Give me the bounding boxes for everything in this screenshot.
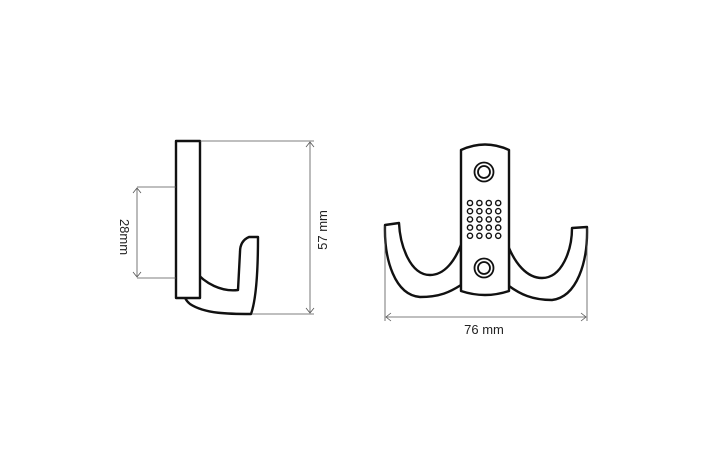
width-label: 76 mm (464, 322, 504, 337)
side-view: 57 mm 28mm (117, 139, 330, 316)
grip-dot (476, 216, 483, 223)
dimension-57mm: 57 mm (200, 140, 330, 315)
grip-dot (485, 224, 493, 231)
grip-dot (466, 199, 474, 207)
grip-dot (494, 216, 502, 223)
side-mounting-plate (174, 139, 202, 300)
screw-hole-top (473, 161, 495, 183)
grip-dot (485, 199, 493, 207)
grip-dot (476, 232, 483, 240)
grip-dot (466, 224, 474, 231)
grip-dot (485, 232, 493, 240)
grip-dot (466, 216, 474, 223)
grip-dot (494, 224, 502, 231)
side-hook-arm (182, 235, 260, 316)
grip-dot (476, 199, 483, 207)
dimension-76mm: 76 mm (384, 226, 588, 337)
height-label: 57 mm (315, 210, 330, 250)
grip-dot (485, 216, 493, 223)
dot-grid (466, 199, 502, 240)
front-mounting-plate (459, 143, 511, 297)
grip-dot (476, 207, 483, 215)
grip-dot (485, 207, 493, 215)
grip-dot (466, 232, 474, 240)
dimension-28mm: 28mm (117, 186, 176, 279)
hook-depth-label: 28mm (117, 219, 132, 255)
right-hook-arm (507, 225, 589, 302)
grip-dot (494, 199, 502, 207)
grip-dot (476, 224, 483, 231)
grip-dot (466, 207, 474, 215)
front-view: 76 mm (383, 143, 589, 337)
grip-dot (494, 232, 502, 240)
grip-dot (494, 207, 502, 215)
left-hook-arm (383, 221, 463, 299)
screw-hole-bottom (473, 257, 495, 279)
